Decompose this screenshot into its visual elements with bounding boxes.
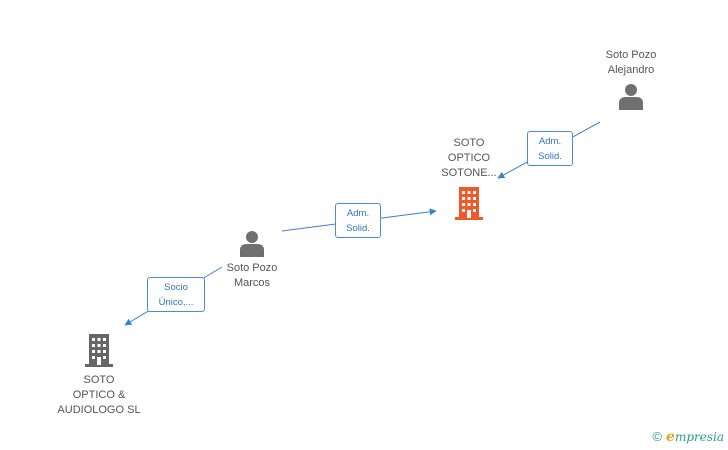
node-marcos[interactable]: Soto Pozo Marcos [207, 228, 297, 291]
person-icon [619, 84, 643, 110]
edge-label-marcos-to-sotone[interactable]: Adm. Solid. [335, 203, 381, 238]
edge-label-alejandro-to-sotone[interactable]: Adm. Solid. [527, 131, 573, 166]
copyright-icon: © [652, 429, 663, 444]
brand-logo-letter: e [666, 429, 675, 445]
footer-brand: ©empresia [652, 429, 724, 445]
node-soto-optico-sotone[interactable]: SOTO OPTICO SOTONE... [424, 136, 514, 221]
node-label: Soto Pozo Marcos [226, 262, 278, 289]
person-icon [240, 231, 264, 257]
edge-label-marcos-to-audiologo[interactable]: Socio Único,... [147, 277, 205, 312]
node-label: Soto Pozo Alejandro [605, 49, 657, 76]
node-label: SOTO OPTICO SOTONE... [441, 137, 497, 179]
building-icon [85, 334, 113, 367]
brand-name: mpresia [674, 430, 724, 444]
node-soto-optico-audiologo[interactable]: SOTO OPTICO & AUDIOLOGO SL [44, 332, 154, 418]
node-alejandro[interactable]: Soto Pozo Alejandro [586, 48, 676, 111]
node-label: SOTO OPTICO & AUDIOLOGO SL [57, 374, 141, 416]
building-icon [455, 187, 483, 220]
